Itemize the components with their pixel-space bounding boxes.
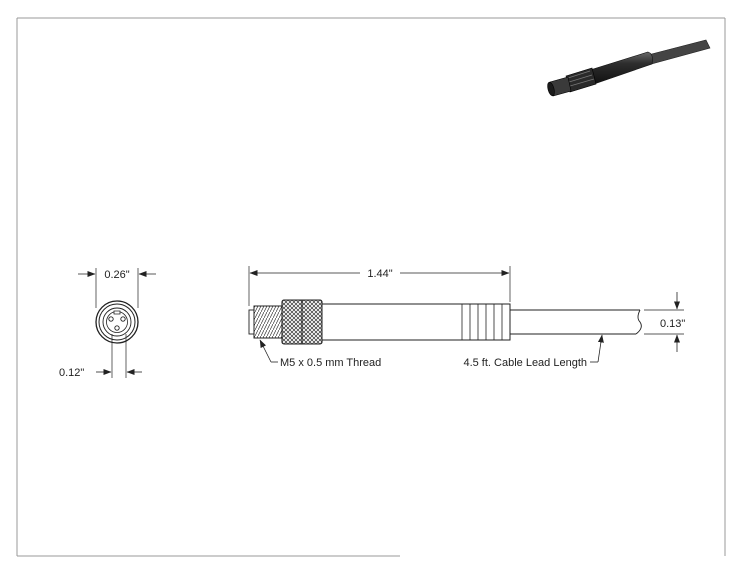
thread-label: M5 x 0.5 mm Thread <box>280 357 381 369</box>
side-view-length-dimension: 1.44" <box>248 266 511 306</box>
end-view-diameter-label: 0.26" <box>104 269 129 281</box>
end-view-pin-offset-dimension: 0.12" <box>59 334 142 379</box>
side-view-length-label: 1.44" <box>367 268 392 280</box>
cable-diameter-dimension: 0.13" <box>644 292 685 352</box>
cable-length-label: 4.5 ft. Cable Lead Length <box>463 357 587 369</box>
end-view <box>95 300 139 344</box>
connector-3d-thumbnail <box>547 39 711 97</box>
cable-length-leader: 4.5 ft. Cable Lead Length <box>463 334 604 369</box>
end-view-diameter-dimension: 0.26" <box>78 268 156 308</box>
thread-leader: M5 x 0.5 mm Thread <box>259 339 381 369</box>
side-view <box>248 299 642 345</box>
border-frame <box>16 17 726 557</box>
end-view-pin-offset-label: 0.12" <box>59 367 84 379</box>
cable-diameter-label: 0.13" <box>660 318 685 330</box>
